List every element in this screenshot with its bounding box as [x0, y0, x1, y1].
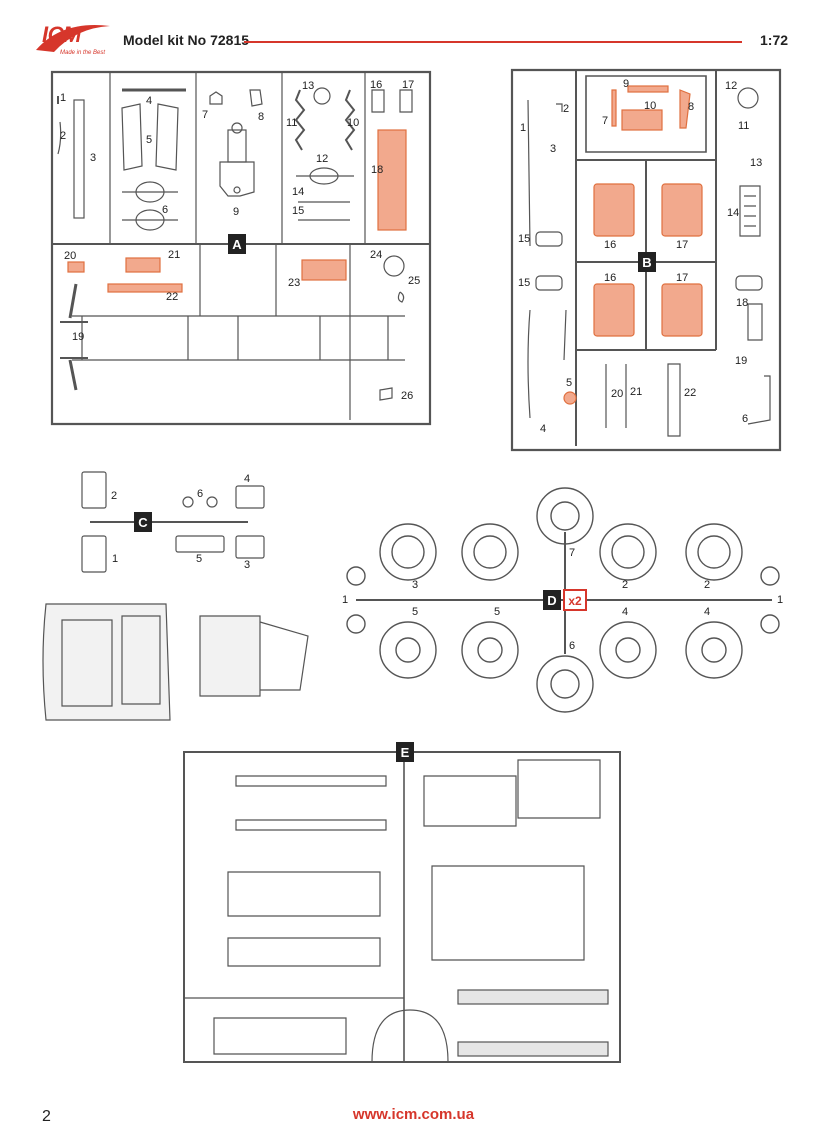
part-label: 19	[735, 355, 747, 367]
part-label: 4	[540, 423, 546, 435]
part-label: 7	[569, 547, 575, 559]
part-label: 3	[90, 152, 96, 164]
part-label: 1	[777, 594, 783, 606]
part-label: 5	[412, 606, 418, 618]
part-label: 3	[412, 579, 418, 591]
part-label: 9	[623, 78, 629, 90]
part-label: 16	[604, 239, 616, 251]
sprue-letter-b: B	[642, 255, 651, 270]
part-label: 2	[111, 490, 117, 502]
sprue-letter-d: D	[547, 593, 556, 608]
part-label: 6	[742, 413, 748, 425]
page-number: 2	[42, 1108, 51, 1125]
part-label: 18	[736, 297, 748, 309]
part-label: 19	[72, 331, 84, 343]
part-label: 20	[611, 388, 623, 400]
part-label: 6	[569, 640, 575, 652]
part-labels: 1 2 3 4 5 6 7 8 9 10 11 12 13 14 15 16 1…	[60, 78, 783, 652]
part-label: 4	[704, 606, 710, 618]
kit-scale: 1:72	[760, 32, 789, 48]
part-label: 5	[146, 134, 152, 146]
kit-title: Model kit No 72815	[123, 32, 250, 48]
part-label: 20	[64, 250, 76, 262]
part-label: 2	[60, 130, 66, 142]
part-label: 6	[197, 488, 203, 500]
part-label: 10	[644, 100, 656, 112]
part-label: 1	[60, 92, 66, 104]
sprue-e: E	[183, 742, 621, 1063]
part-label: 15	[518, 233, 530, 245]
part-label: 15	[518, 277, 530, 289]
part-label: 4	[244, 473, 250, 485]
brand-name: ICM	[42, 22, 81, 47]
part-label: 18	[371, 164, 383, 176]
part-label: 23	[288, 277, 300, 289]
part-label: 3	[550, 143, 556, 155]
part-label: 2	[704, 579, 710, 591]
sprue-letter-a: A	[232, 237, 242, 252]
part-label: 13	[750, 157, 762, 169]
sprue-letter-e: E	[401, 745, 410, 760]
website-link[interactable]: www.icm.com.ua	[352, 1106, 475, 1123]
part-label: 1	[112, 553, 118, 565]
part-label: 5	[494, 606, 500, 618]
part-label: 4	[146, 95, 152, 107]
page-header: ICM Made in the Best Model kit No 72815 …	[0, 0, 827, 60]
sprue-b: B	[510, 68, 782, 452]
part-label: 4	[622, 606, 628, 618]
header-rule	[244, 41, 742, 43]
icm-logo	[36, 25, 110, 52]
part-label: 14	[292, 186, 304, 198]
part-label: 14	[727, 207, 739, 219]
part-label: 7	[202, 109, 208, 121]
part-label: 21	[168, 249, 180, 261]
part-label: 1	[520, 122, 526, 134]
part-label: 17	[676, 272, 688, 284]
part-label: 6	[162, 204, 168, 216]
part-label: 17	[676, 239, 688, 251]
part-label: 11	[738, 120, 749, 132]
part-label: 3	[244, 559, 250, 571]
part-label: 12	[316, 153, 328, 165]
sprue-d-multiplier: x2	[568, 594, 582, 608]
part-label: 24	[370, 249, 382, 261]
part-label: 15	[292, 205, 304, 217]
part-label: 9	[233, 206, 239, 218]
sprue-a: A	[50, 70, 432, 426]
part-label: 22	[684, 387, 696, 399]
part-label: 12	[725, 80, 737, 92]
brand-tagline: Made in the Best	[60, 50, 106, 56]
part-label: 2	[563, 103, 569, 115]
part-label: 5	[566, 377, 572, 389]
part-label: 22	[166, 291, 178, 303]
sprue-d: D x2	[346, 487, 780, 713]
part-label: 7	[602, 115, 608, 127]
part-label: 13	[302, 80, 314, 92]
part-label: 10	[347, 117, 359, 129]
part-label: 2	[622, 579, 628, 591]
part-label: 1	[342, 594, 348, 606]
part-label: 17	[402, 79, 414, 91]
part-label: 26	[401, 390, 413, 402]
part-label: 16	[604, 272, 616, 284]
part-label: 8	[688, 101, 694, 113]
part-label: 21	[630, 386, 642, 398]
part-label: 11	[286, 117, 297, 129]
part-label: 16	[370, 79, 382, 91]
part-label: 25	[408, 275, 420, 287]
part-label: 5	[196, 553, 202, 565]
sprue-c: C	[42, 471, 309, 721]
part-label: 8	[258, 111, 264, 123]
sprue-letter-c: C	[138, 515, 148, 530]
